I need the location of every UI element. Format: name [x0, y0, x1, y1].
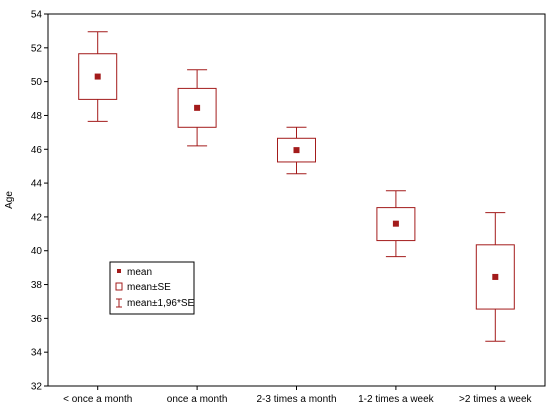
y-tick-label: 54: [31, 10, 43, 21]
series-group: [78, 31, 515, 342]
mean-marker: [194, 104, 201, 111]
mean-marker: [392, 220, 399, 227]
box-group: [376, 190, 416, 258]
mean-marker: [94, 73, 101, 80]
mean-marker: [293, 147, 300, 154]
x-axis: < once a month once a month 2-3 times a mo…: [63, 386, 533, 405]
y-tick-label: 50: [31, 77, 43, 88]
se-box: [78, 53, 118, 100]
x-tick-label: 1-2 times a week: [358, 394, 435, 405]
box-group: [475, 212, 515, 342]
x-tick-label: < once a month: [63, 394, 132, 405]
y-tick-label: 38: [31, 280, 43, 291]
y-axis-label: Age: [4, 191, 15, 209]
legend-ci-icon: [116, 298, 122, 308]
y-tick-label: 48: [31, 111, 43, 122]
box-group: [177, 69, 217, 147]
legend-item-ci: mean±1,96*SE: [127, 298, 195, 309]
legend-item-mean: mean: [127, 267, 152, 278]
box-group: [78, 31, 118, 122]
plot-area: [47, 13, 546, 387]
box-group: [277, 126, 316, 175]
legend-mean-icon: [117, 269, 121, 273]
legend-se-icon: [115, 282, 123, 291]
legend-item-se: mean±SE: [127, 282, 171, 293]
mean-marker: [492, 273, 499, 280]
y-tick-label: 52: [31, 43, 43, 54]
y-tick-label: 34: [31, 348, 43, 359]
y-axis: 32 34 36 38 40 42 44 46 48 50 52 54: [31, 10, 48, 393]
y-tick-label: 44: [31, 179, 43, 190]
legend: mean mean±SE mean±1,96*SE: [109, 261, 195, 315]
y-tick-label: 40: [31, 246, 43, 257]
x-tick-label: >2 times a week: [459, 394, 533, 405]
y-tick-label: 46: [31, 145, 43, 156]
y-tick-label: 32: [31, 382, 43, 393]
x-tick-label: once a month: [167, 394, 228, 405]
legend-box: [109, 261, 195, 315]
x-tick-label: 2-3 times a month: [256, 394, 336, 405]
y-tick-label: 36: [31, 314, 43, 325]
y-tick-label: 42: [31, 212, 43, 223]
